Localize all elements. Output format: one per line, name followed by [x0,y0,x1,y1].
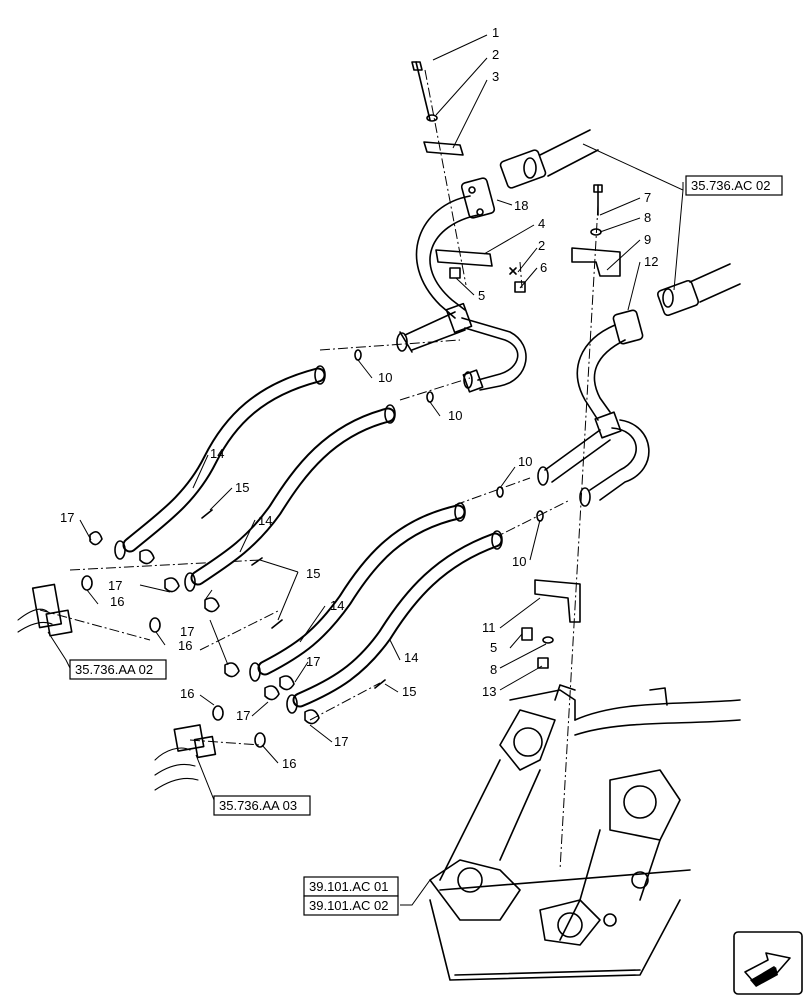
callout-10a: 10 [378,370,392,385]
callout-11: 11 [482,620,496,635]
callout-16a: 16 [110,594,124,609]
callout-12: 12 [644,254,658,269]
reference-39-101-ac-02[interactable]: 39.101.AC 02 [309,898,389,913]
callout-6: 6 [540,260,547,275]
callout-4: 4 [538,216,545,231]
callout-10c: 10 [518,454,532,469]
reference-35-736-ac-02[interactable]: 35.736.AC 02 [691,178,771,193]
callout-5b: 5 [490,640,497,655]
callout-8: 8 [644,210,651,225]
callout-14a: 14 [210,446,224,461]
callout-2: 2 [492,47,499,62]
reference-35-736-aa-02[interactable]: 35.736.AA 02 [75,662,153,677]
callout-17a: 17 [60,510,74,525]
brackets-and-bolts [411,61,621,669]
reference-39-101-ac-01[interactable]: 39.101.AC 01 [309,879,389,894]
callout-18: 18 [514,198,528,213]
leader-lines [47,34,684,906]
callout-15b: 15 [306,566,320,581]
clamp-halves [89,509,386,725]
callout-16b: 16 [178,638,192,653]
callout-17b: 17 [108,578,122,593]
callout-14d: 14 [404,650,418,665]
callout-14c: 14 [330,598,344,613]
callout-15c: 15 [402,684,416,699]
callout-10b: 10 [448,408,462,423]
assembly-centerlines [39,69,599,871]
callout-17d: 17 [236,708,250,723]
callout-8b: 8 [490,662,497,677]
callout-15a: 15 [235,480,249,495]
hoses [114,365,503,714]
callout-3: 3 [492,69,499,84]
callout-17c: 17 [180,624,194,639]
callout-14b: 14 [258,513,272,528]
callout-16d: 16 [282,756,296,771]
callout-1: 1 [492,25,499,40]
callout-7: 7 [644,190,651,205]
callout-numbers: 1 2 3 18 4 2 6 5 7 8 9 12 10 10 10 10 14… [60,25,658,771]
steel-tube-upper [396,129,599,393]
callout-13: 13 [482,684,496,699]
callout-2b: 2 [538,238,545,253]
callout-16c: 16 [180,686,194,701]
valve-blocks [17,583,217,791]
steel-tube-right [537,263,741,507]
callout-17f: 17 [334,734,348,749]
reference-boxes: 35.736.AC 02 35.736.AA 02 35.736.AA 03 3… [69,175,783,916]
reference-35-736-aa-03[interactable]: 35.736.AA 03 [219,798,297,813]
direction-arrow-icon[interactable] [733,931,803,995]
callout-17e: 17 [306,654,320,669]
callout-10d: 10 [512,554,526,569]
o-rings [81,349,544,748]
callout-5: 5 [478,288,485,303]
loader-frame [429,684,741,981]
callout-9: 9 [644,232,651,247]
